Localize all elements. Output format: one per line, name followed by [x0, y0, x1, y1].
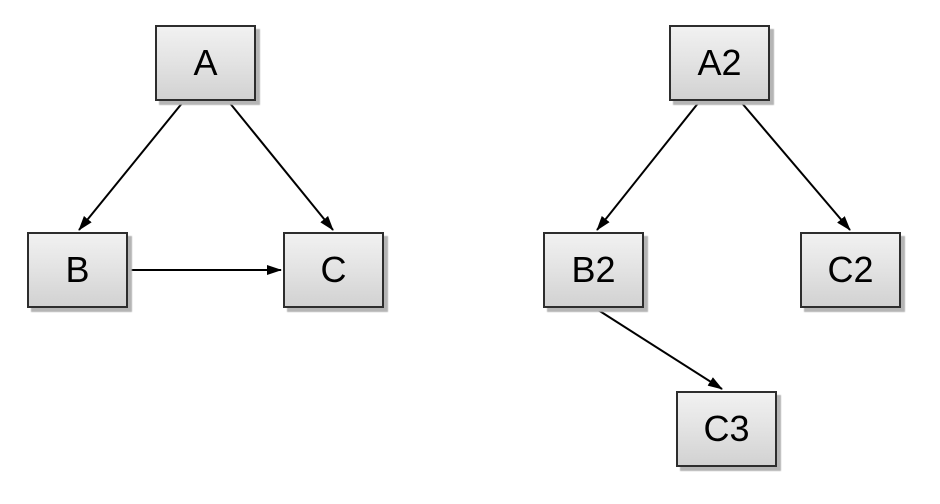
node-label: C — [320, 249, 347, 290]
node-label: B — [65, 249, 90, 290]
node-a2[interactable]: A2 — [669, 25, 770, 101]
node-label: A — [193, 42, 218, 83]
node-c3[interactable]: C3 — [676, 391, 777, 467]
edge-a-c — [228, 101, 334, 231]
edge-a-b — [78, 101, 184, 231]
node-b2[interactable]: B2 — [543, 232, 644, 308]
edge-a2-c2 — [740, 101, 851, 231]
node-label: C3 — [703, 408, 750, 449]
node-a[interactable]: A — [155, 25, 256, 101]
node-b[interactable]: B — [27, 232, 128, 308]
edge-b2-c3 — [594, 307, 723, 390]
node-c[interactable]: C — [283, 232, 384, 308]
node-label: A2 — [697, 42, 742, 83]
node-label: B2 — [571, 249, 616, 290]
node-c2[interactable]: C2 — [800, 232, 901, 308]
node-label: C2 — [827, 249, 874, 290]
edge-a2-b2 — [596, 101, 700, 231]
